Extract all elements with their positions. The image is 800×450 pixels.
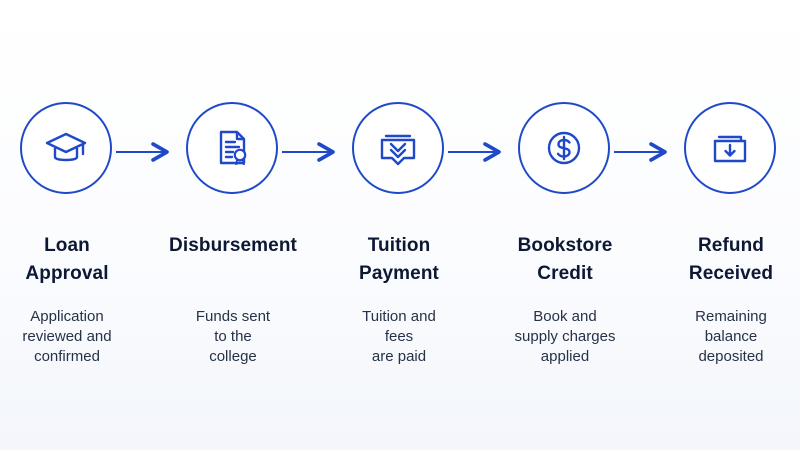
step-description: Application reviewed and confirmed: [22, 308, 112, 365]
step-circle: [186, 102, 278, 194]
step-tuition-payment: Tuition Payment Tuition and fees are pai…: [319, 102, 479, 372]
step-title: Loan Approval: [25, 235, 109, 284]
step-disbursement: Disbursement Funds sent to the college: [153, 102, 313, 372]
step-circle: [352, 102, 444, 194]
step-description: Tuition and fees are paid: [362, 308, 436, 365]
step-title: Tuition Payment: [359, 235, 439, 284]
graduation-cap-icon: [45, 132, 87, 162]
step-refund-received: Refund Received Remaining balance deposi…: [651, 102, 800, 372]
step-title: Refund Received: [688, 235, 774, 284]
step-loan-approval: Loan Approval Application reviewed and c…: [0, 102, 147, 372]
document-seal-icon: [219, 130, 247, 165]
step-circle: [518, 102, 610, 194]
step-description: Book and supply charges applied: [514, 308, 616, 365]
step-circle: [20, 102, 112, 194]
step-description: Funds sent to the college: [195, 308, 271, 365]
step-bookstore-credit: Bookstore Credit Book and supply charges…: [485, 102, 645, 372]
step-circle: [684, 102, 776, 194]
step-title: Bookstore Credit: [517, 235, 613, 284]
dollar-circle-icon: [547, 131, 581, 165]
payment-down-icon: [380, 134, 416, 166]
folder-download-icon: [713, 135, 747, 163]
step-title: Disbursement: [169, 235, 297, 256]
step-description: Remaining balance deposited: [695, 308, 767, 365]
